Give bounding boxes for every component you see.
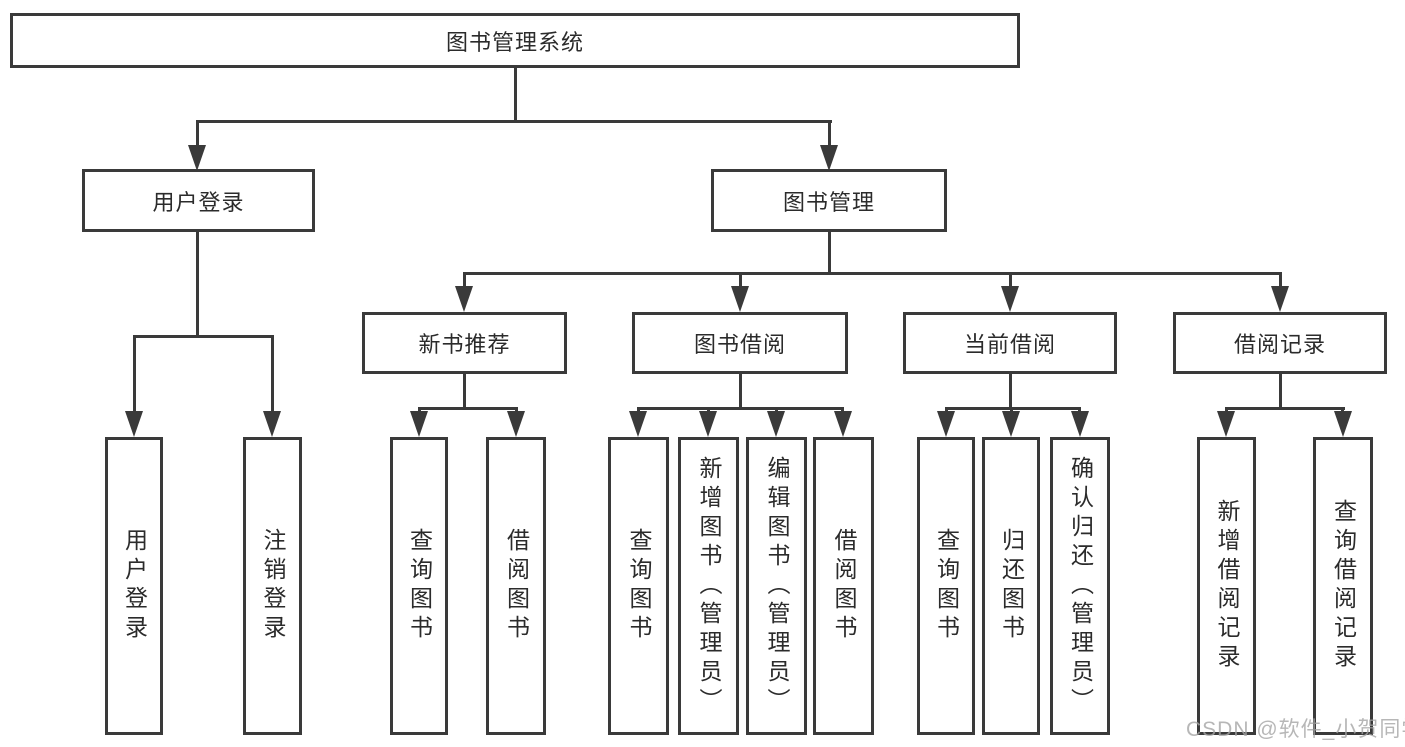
- leaf-label: 查询图书: [933, 528, 960, 644]
- connector-drop-leaf: [133, 335, 136, 413]
- connector-root-bar: [196, 120, 832, 123]
- node-book-mgmt: 图书管理: [711, 169, 947, 232]
- connector-current-borrow-trunk: [1009, 374, 1012, 409]
- arrow-down-icon: [1001, 286, 1019, 312]
- connector-drop-book-borrow: [739, 272, 742, 288]
- leaf-label: 注销登录: [260, 528, 286, 644]
- connector-drop-borrow-record: [1279, 272, 1282, 288]
- connector-current-borrow-bar: [945, 407, 1081, 410]
- leaf-confirm-return-admin: 确认归还（管理员）: [1050, 437, 1110, 735]
- leaf-query-borrow-record: 查询借阅记录: [1313, 437, 1373, 735]
- arrow-down-icon: [699, 411, 717, 437]
- leaf-user-login: 用户登录: [105, 437, 163, 735]
- connector-borrow-record-bar: [1225, 407, 1345, 410]
- leaf-add-books-admin: 新增图书（管理员）: [678, 437, 739, 735]
- arrow-down-icon: [1271, 286, 1289, 312]
- connector-drop-user-login: [196, 120, 199, 148]
- arrow-down-icon: [1002, 411, 1020, 437]
- node-book-mgmt-label: 图书管理: [782, 189, 875, 215]
- leaf-label: 编辑图书（管理员）: [764, 455, 790, 717]
- leaf-label: 查询图书: [406, 528, 433, 644]
- node-book-borrow: 图书借阅: [632, 312, 848, 374]
- arrow-down-icon: [1217, 411, 1235, 437]
- arrow-down-icon: [834, 411, 852, 437]
- node-current-borrow-label: 当前借阅: [963, 332, 1056, 357]
- arrow-down-icon: [1334, 411, 1352, 437]
- node-new-book-rec-label: 新书推荐: [418, 332, 511, 357]
- connector-book-mgmt-trunk: [828, 232, 831, 274]
- leaf-label: 借阅图书: [831, 528, 857, 644]
- csdn-watermark: CSDN @软件_小贺同学: [1186, 718, 1405, 741]
- arrow-down-icon: [125, 411, 143, 437]
- leaf-label: 借阅图书: [503, 528, 530, 644]
- leaf-logout: 注销登录: [243, 437, 302, 735]
- connector-user-login-trunk: [196, 232, 199, 337]
- arrow-down-icon: [937, 411, 955, 437]
- connector-user-login-bar: [133, 335, 274, 338]
- node-borrow-record-label: 借阅记录: [1233, 332, 1326, 357]
- connector-book-borrow-trunk: [739, 374, 742, 409]
- arrow-down-icon: [629, 411, 647, 437]
- node-root: 图书管理系统: [10, 13, 1020, 68]
- leaf-label: 查询借阅记录: [1330, 499, 1357, 673]
- arrow-down-icon: [767, 411, 785, 437]
- arrow-down-icon: [1071, 411, 1089, 437]
- node-borrow-record: 借阅记录: [1173, 312, 1387, 374]
- leaf-label: 查询图书: [626, 528, 652, 644]
- leaf-edit-books-admin: 编辑图书（管理员）: [746, 437, 807, 735]
- node-current-borrow: 当前借阅: [903, 312, 1117, 374]
- connector-drop-leaf: [271, 335, 274, 413]
- arrow-down-icon: [410, 411, 428, 437]
- arrow-down-icon: [263, 411, 281, 437]
- leaf-add-borrow-record: 新增借阅记录: [1197, 437, 1256, 735]
- connector-new-book-rec-trunk: [463, 374, 466, 409]
- leaf-query-books-borrow: 查询图书: [608, 437, 669, 735]
- leaf-label: 确认归还（管理员）: [1067, 455, 1094, 717]
- connector-new-book-rec-bar: [418, 407, 518, 410]
- arrow-down-icon: [731, 286, 749, 312]
- leaf-return-books: 归还图书: [982, 437, 1040, 735]
- node-root-label: 图书管理系统: [445, 29, 584, 55]
- node-user-login: 用户登录: [82, 169, 315, 232]
- connector-drop-current-borrow: [1009, 272, 1012, 288]
- leaf-query-books-rec: 查询图书: [390, 437, 448, 735]
- arrow-down-icon: [507, 411, 525, 437]
- leaf-label: 用户登录: [121, 528, 148, 644]
- connector-borrow-record-trunk: [1279, 374, 1282, 409]
- leaf-label: 新增借阅记录: [1214, 499, 1240, 673]
- leaf-label: 新增图书（管理员）: [696, 455, 722, 717]
- leaf-label: 归还图书: [998, 528, 1025, 644]
- node-user-login-label: 用户登录: [152, 189, 245, 215]
- arrow-down-icon: [820, 145, 838, 171]
- leaf-borrow-books-rec: 借阅图书: [486, 437, 546, 735]
- node-new-book-rec: 新书推荐: [362, 312, 567, 374]
- connector-drop-new-book-rec: [463, 272, 466, 288]
- connector-root-trunk: [514, 68, 517, 121]
- connector-drop-book-mgmt: [828, 120, 831, 148]
- node-book-borrow-label: 图书借阅: [693, 332, 786, 357]
- arrow-down-icon: [455, 286, 473, 312]
- leaf-query-books-current: 查询图书: [917, 437, 975, 735]
- arrow-down-icon: [188, 145, 206, 171]
- leaf-borrow-books: 借阅图书: [813, 437, 874, 735]
- connector-book-borrow-bar: [637, 407, 844, 410]
- connector-book-mgmt-bar: [463, 272, 1281, 275]
